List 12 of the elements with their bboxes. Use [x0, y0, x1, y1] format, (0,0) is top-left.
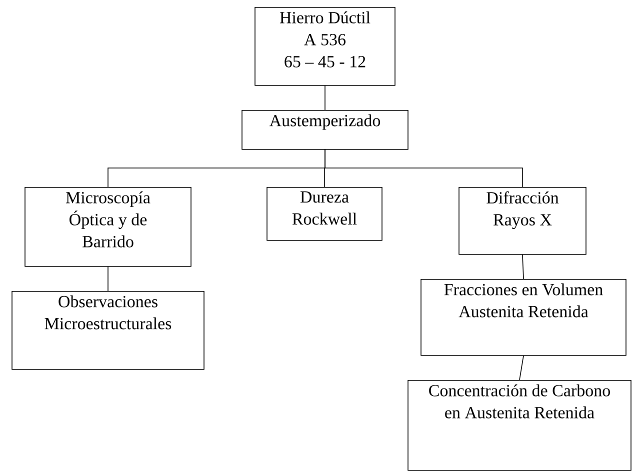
connector-line	[519, 355, 524, 380]
process-box: Concentración de Carbono en Austenita Retenida	[408, 380, 632, 471]
process-box: Dureza Rockwell	[266, 186, 382, 241]
process-box: Hierro Dúctil A 536 65 – 45 - 12	[254, 7, 396, 86]
process-box: Observaciones Microestructurales	[12, 291, 204, 370]
process-box: Microscopía Óptica y de Barrido	[24, 186, 192, 267]
process-box: Difracción Rayos X	[458, 186, 586, 255]
connector-line	[522, 254, 524, 280]
process-box: Fracciones en Volumen Austenita Retenida	[420, 278, 626, 356]
connector-line	[324, 149, 523, 188]
connector-line	[324, 85, 326, 110]
process-box: Austemperizado	[242, 110, 408, 150]
